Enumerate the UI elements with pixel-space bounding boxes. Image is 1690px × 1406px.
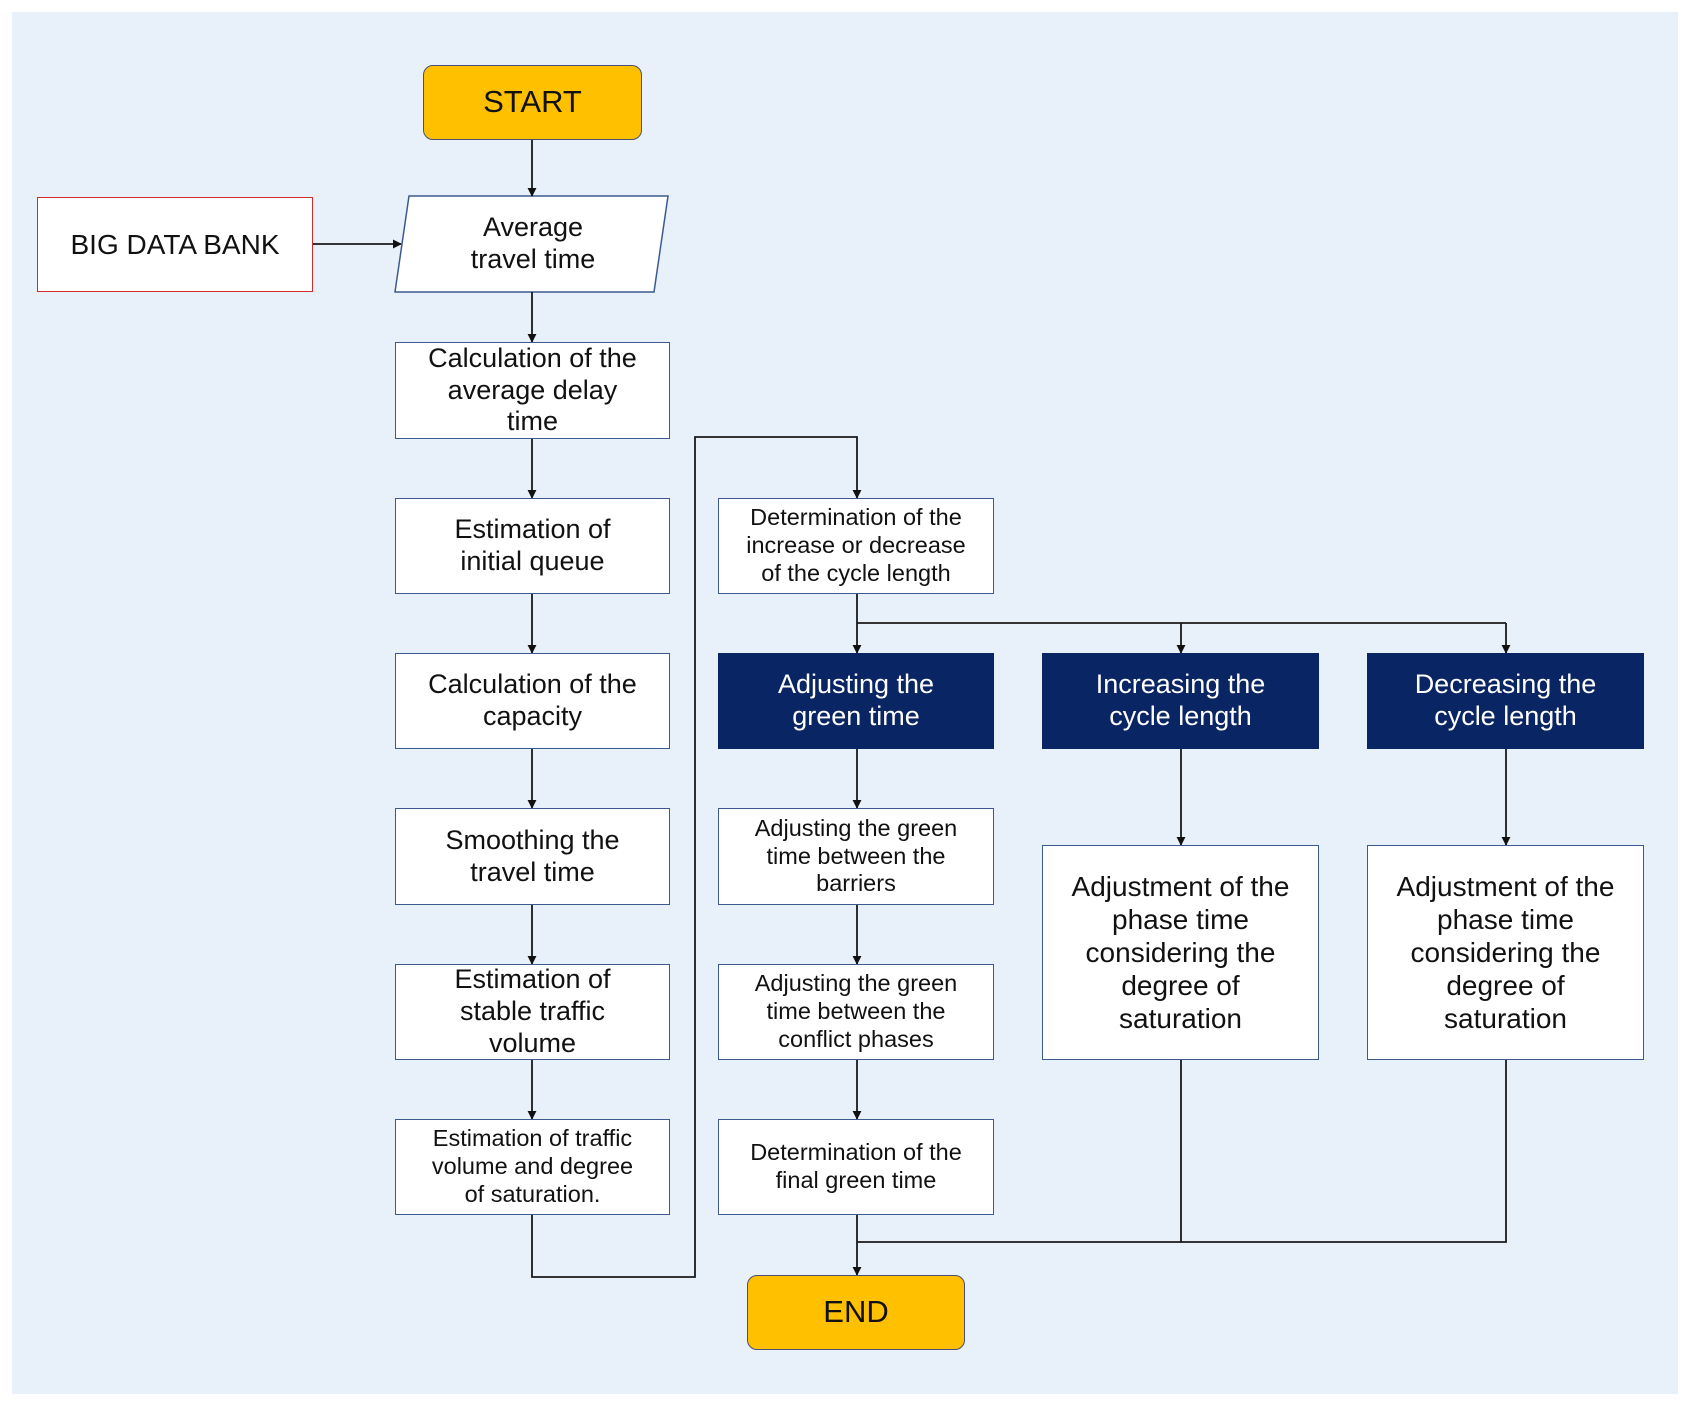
phase-adj-increase-node: Adjustment of the phase time considering…	[1042, 845, 1319, 1060]
big-data-bank-node: BIG DATA BANK	[37, 197, 313, 292]
phase-adj-decrease-node: Adjustment of the phase time considering…	[1367, 845, 1644, 1060]
start-node: START	[423, 65, 642, 140]
adj-green-conflict-node: Adjusting the green time between the con…	[718, 964, 994, 1060]
edge-saturation-to-determination	[531, 436, 862, 1278]
est-volume-saturation-node: Estimation of traffic volume and degree …	[395, 1119, 670, 1215]
end-node: END	[747, 1275, 965, 1350]
adj-green-conflict-label: Adjusting the green time between the con…	[754, 970, 958, 1052]
est-initial-queue-label: Estimation of initial queue	[454, 514, 611, 576]
adjusting-green-label: Adjusting the green time	[777, 669, 935, 731]
increasing-cycle-label: Increasing the cycle length	[1095, 669, 1266, 731]
calc-capacity-label: Calculation of the capacity	[428, 669, 637, 731]
avg-travel-time-node: Average travel time	[405, 196, 661, 292]
est-stable-volume-node: Estimation of stable traffic volume	[395, 964, 670, 1060]
final-green-node: Determination of the final green time	[718, 1119, 994, 1215]
end-label: END	[823, 1294, 889, 1330]
smoothing-label: Smoothing the travel time	[445, 824, 620, 887]
calc-avg-delay-node: Calculation of the average delay time	[395, 342, 670, 439]
adj-green-barriers-node: Adjusting the green time between the bar…	[718, 808, 994, 905]
start-label: START	[483, 84, 582, 120]
decreasing-cycle-node: Decreasing the cycle length	[1367, 653, 1644, 749]
calc-avg-delay-label: Calculation of the average delay time	[428, 342, 637, 437]
big-data-bank-label: BIG DATA BANK	[70, 228, 280, 260]
phase-adj-increase-label: Adjustment of the phase time considering…	[1071, 870, 1290, 1035]
final-green-label: Determination of the final green time	[750, 1139, 962, 1193]
smoothing-node: Smoothing the travel time	[395, 808, 670, 905]
adjusting-green-node: Adjusting the green time	[718, 653, 994, 749]
avg-travel-time-shape	[394, 195, 669, 293]
determination-cycle-node: Determination of the increase or decreas…	[718, 498, 994, 594]
calc-capacity-node: Calculation of the capacity	[395, 653, 670, 749]
adj-green-barriers-label: Adjusting the green time between the bar…	[754, 814, 958, 897]
phase-adj-decrease-label: Adjustment of the phase time considering…	[1396, 870, 1615, 1035]
avg-travel-time-label: Average travel time	[470, 212, 596, 274]
est-volume-saturation-label: Estimation of traffic volume and degree …	[431, 1125, 634, 1207]
edge-phase-dec-to-end	[1181, 1060, 1507, 1243]
est-initial-queue-node: Estimation of initial queue	[395, 498, 670, 594]
est-stable-volume-label: Estimation of stable traffic volume	[454, 964, 611, 1058]
decreasing-cycle-label: Decreasing the cycle length	[1414, 669, 1597, 731]
determination-cycle-label: Determination of the increase or decreas…	[746, 504, 966, 586]
increasing-cycle-node: Increasing the cycle length	[1042, 653, 1319, 749]
